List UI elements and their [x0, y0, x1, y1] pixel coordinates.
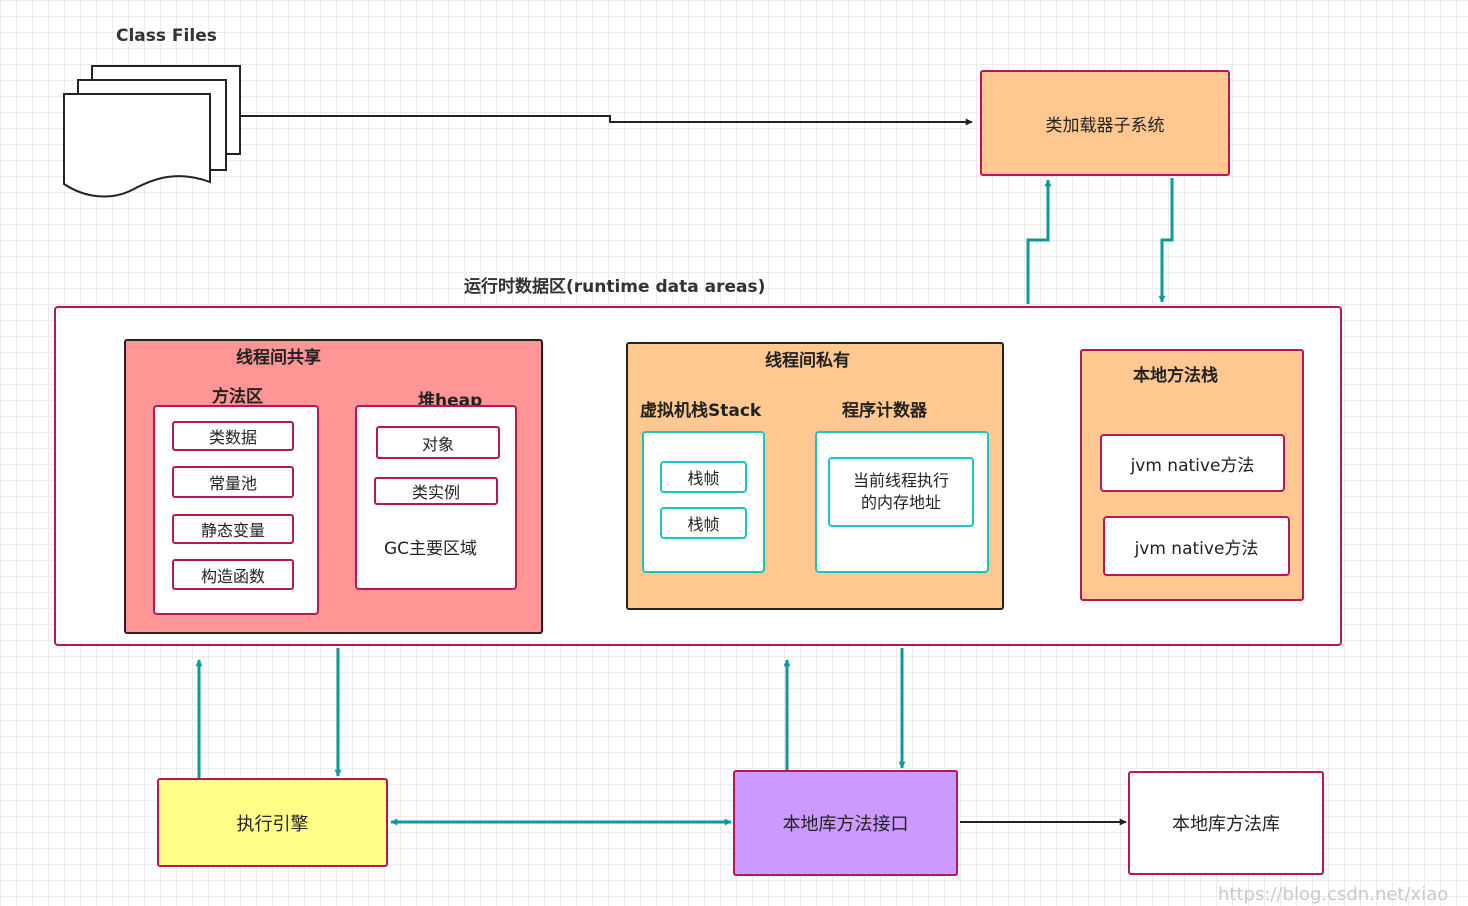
heap-item: 对象	[376, 426, 500, 459]
native-method-item-label: jvm native方法	[1130, 455, 1255, 476]
thread-shared-title: 线程间共享	[236, 348, 321, 368]
heap-item: 类实例	[374, 477, 498, 505]
arrow-runtime-to-loader	[1026, 179, 1052, 304]
native-method-library-label: 本地库方法库	[1172, 814, 1280, 835]
method-area-item: 常量池	[172, 466, 294, 498]
native-method-stack-title: 本地方法栈	[1133, 366, 1218, 386]
vm-stack	[642, 431, 765, 573]
stack-frame: 栈帧	[660, 461, 747, 493]
native-method-interface-label: 本地库方法接口	[782, 814, 909, 835]
method-area-item-label: 常量池	[208, 474, 257, 493]
stack-frame: 栈帧	[660, 507, 747, 539]
native-method-item: jvm native方法	[1103, 516, 1290, 576]
heap-item-label: 类实例	[411, 483, 460, 502]
method-area-item-label: 类数据	[208, 428, 257, 447]
class-files-label: Class Files	[116, 26, 217, 46]
method-area-item: 构造函数	[172, 559, 294, 590]
class-loader-subsystem[interactable]: 类加载器子系统	[980, 70, 1230, 176]
native-method-item: jvm native方法	[1100, 434, 1285, 492]
vm-stack-title: 虚拟机栈Stack	[640, 401, 762, 421]
class-loader-label: 类加载器子系统	[1045, 115, 1165, 136]
runtime-data-areas-label: 运行时数据区(runtime data areas)	[464, 277, 766, 297]
arrow-loader-to-runtime	[1158, 178, 1174, 303]
method-area-title: 方法区	[212, 387, 263, 407]
native-method-library[interactable]: 本地库方法库	[1128, 771, 1324, 875]
method-area-item-label: 静态变量	[200, 521, 265, 540]
method-area-item-label: 构造函数	[200, 566, 265, 586]
thread-private-title: 线程间私有	[765, 351, 850, 371]
heap-item-label: 对象	[421, 434, 454, 454]
stack-frame-label: 栈帧	[687, 469, 720, 488]
gc-main-area-note: GC主要区域	[384, 539, 478, 559]
method-area-item: 静态变量	[172, 514, 294, 544]
native-method-interface[interactable]: 本地库方法接口	[733, 770, 958, 876]
current-thread-address: 当前线程执行 的内存地址	[828, 457, 974, 527]
execution-engine-label: 执行引擎	[236, 813, 309, 835]
method-area-item: 类数据	[172, 421, 294, 451]
stack-frame-label: 栈帧	[687, 515, 720, 534]
program-counter-title: 程序计数器	[842, 401, 927, 421]
native-method-item-label: jvm native方法	[1134, 538, 1259, 559]
watermark: https://blog.csdn.net/xiao	[1218, 884, 1449, 905]
class-files-icon	[63, 65, 241, 198]
execution-engine[interactable]: 执行引擎	[157, 778, 388, 867]
arrow-classfiles-to-loader	[240, 115, 973, 126]
